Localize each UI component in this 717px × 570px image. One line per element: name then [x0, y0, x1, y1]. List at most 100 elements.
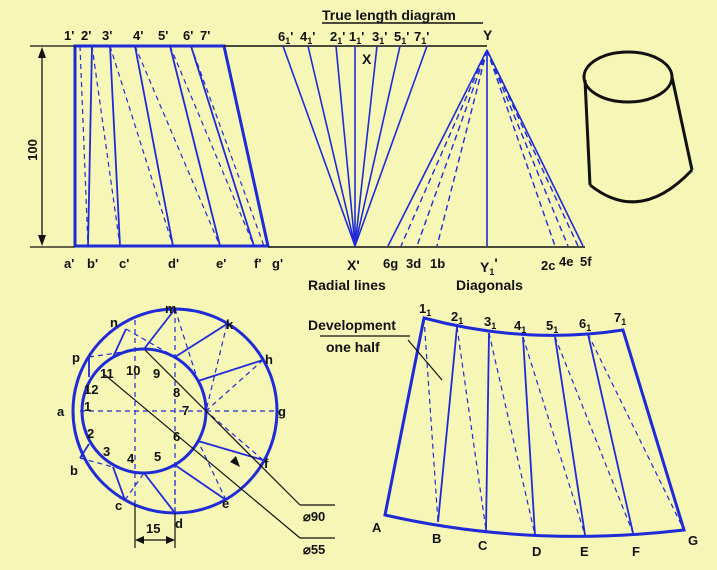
diagonals-diagram	[387, 49, 584, 247]
dev-top-5-sub: 1	[553, 325, 558, 335]
dev-diagonal	[554, 336, 634, 534]
diag-dashed	[486, 49, 569, 247]
diag-solid	[486, 49, 584, 247]
radial-line	[354, 45, 401, 247]
diag-y-label: Y	[483, 27, 493, 43]
sketch-left-edge	[583, 79, 592, 186]
plan-label-d: d	[175, 516, 183, 531]
dev-top-6-main: 6	[579, 316, 586, 331]
sketch-top-ellipse	[582, 50, 674, 104]
dev-generator	[554, 336, 586, 536]
diameter-leaders	[104, 349, 335, 539]
dim-arrow-top	[38, 47, 46, 58]
plan-inner-6: 6	[173, 429, 180, 444]
plan-view	[71, 307, 335, 539]
diameter-90-label: ⌀90	[303, 509, 325, 524]
development-top-labels: 11 21 31 41 51 61 71	[419, 301, 626, 335]
development-leader	[407, 339, 443, 381]
plan-generator	[197, 440, 264, 461]
radial-label-5: 51'	[394, 29, 409, 46]
elev-diag	[109, 45, 174, 247]
dev-top-1-sub: 1	[426, 308, 431, 318]
plan-diagonal	[125, 328, 176, 358]
elev-diag	[134, 45, 221, 247]
diag-dashed	[486, 49, 579, 247]
radial-label-4-sub: 1	[307, 36, 312, 46]
plan-inner-1: 1	[84, 399, 91, 414]
plan-inner-4: 4	[127, 451, 135, 466]
elevation-view	[73, 44, 270, 248]
dev-diagonal	[488, 332, 536, 536]
plan-diagonal	[205, 359, 264, 412]
radial-xprime-label: X'	[347, 257, 360, 273]
elev-top-label-5: 5'	[158, 28, 168, 43]
radial-label-2-prime: '	[342, 29, 345, 44]
radial-x-label: X	[362, 51, 372, 67]
diag-dashed	[436, 49, 488, 247]
dev-top-2-main: 2	[451, 309, 458, 324]
development-title-2: one half	[326, 339, 380, 355]
diag-dashed	[486, 49, 556, 247]
radial-label-5-prime: '	[406, 29, 409, 44]
diag-dashed-lines	[400, 49, 579, 247]
plan-label-a: a	[57, 404, 65, 419]
diagonals-title: Diagonals	[456, 277, 523, 293]
radial-label-3-main: 3	[372, 29, 379, 44]
plan-label-h: h	[265, 352, 273, 367]
dev-bottom-label-A: A	[372, 520, 382, 535]
plan-diagonal	[124, 472, 145, 501]
plan-inner-3: 3	[103, 444, 110, 459]
true-length-title: True length diagram	[322, 7, 456, 23]
development-view	[383, 316, 686, 538]
elev-top-label-2: 2'	[81, 28, 91, 43]
elev-top-label-7: 7'	[200, 28, 210, 43]
radial-label-7-prime: '	[426, 29, 429, 44]
diag-dashed	[416, 49, 488, 247]
radial-line	[354, 45, 378, 247]
dev-bottom-label-F: F	[632, 544, 640, 559]
radial-label-6-main: 6	[278, 29, 285, 44]
plan-label-g: g	[278, 404, 286, 419]
plan-generator	[143, 308, 176, 350]
radial-label-4: 41'	[300, 29, 315, 46]
dev-top-label-4: 41	[514, 318, 526, 335]
dev-generator	[437, 326, 458, 523]
dev-top-label-6: 61	[579, 316, 591, 333]
radial-label-4-prime: '	[312, 29, 315, 44]
radial-label-3-prime: '	[384, 29, 387, 44]
diameter-55-label: ⌀55	[303, 542, 325, 557]
elev-line-e	[169, 45, 221, 247]
radial-top-labels: 61' 41' 21' 11' 31' 51' 71'	[278, 29, 429, 46]
frustum-sketch	[582, 50, 694, 204]
dev-diagonal	[587, 333, 685, 531]
elev-top-label-1: 1'	[64, 28, 74, 43]
radial-label-6-sub: 1	[285, 36, 290, 46]
plan-inner-11: 11	[100, 366, 114, 381]
dev-diagonal	[423, 317, 439, 523]
leader-arrow	[230, 456, 240, 467]
radial-line	[354, 45, 428, 247]
dev-top-3-sub: 1	[491, 321, 496, 331]
radial-label-2: 21'	[330, 29, 345, 46]
dev-diagonal	[456, 326, 487, 531]
development-title-1: Development	[308, 317, 396, 333]
diag-y1-main: Y	[480, 259, 490, 275]
radial-label-4-main: 4	[300, 29, 308, 44]
development-generators	[437, 326, 634, 536]
plan-solid-lines	[79, 308, 264, 514]
dev-top-1-main: 1	[419, 301, 426, 316]
dev-diagonal	[522, 336, 586, 536]
diag-label-1b: 1b	[430, 256, 445, 271]
elev-line-c	[109, 45, 121, 247]
diag-y1-label: Y1'	[480, 255, 498, 277]
dev-bottom-label-G: G	[688, 533, 698, 548]
diag-label-5f: 5f	[580, 254, 592, 269]
elev-top-label-6: 6'	[183, 28, 193, 43]
elevation-diagonals	[79, 45, 265, 247]
elev-top-label-4: 4'	[133, 28, 143, 43]
radial-label-1-main: 1	[349, 29, 356, 44]
leader-d55	[104, 374, 301, 539]
radial-label-3: 31'	[372, 29, 387, 46]
elev-line-f	[190, 45, 255, 247]
elev-bottom-label-c: c'	[119, 256, 129, 271]
